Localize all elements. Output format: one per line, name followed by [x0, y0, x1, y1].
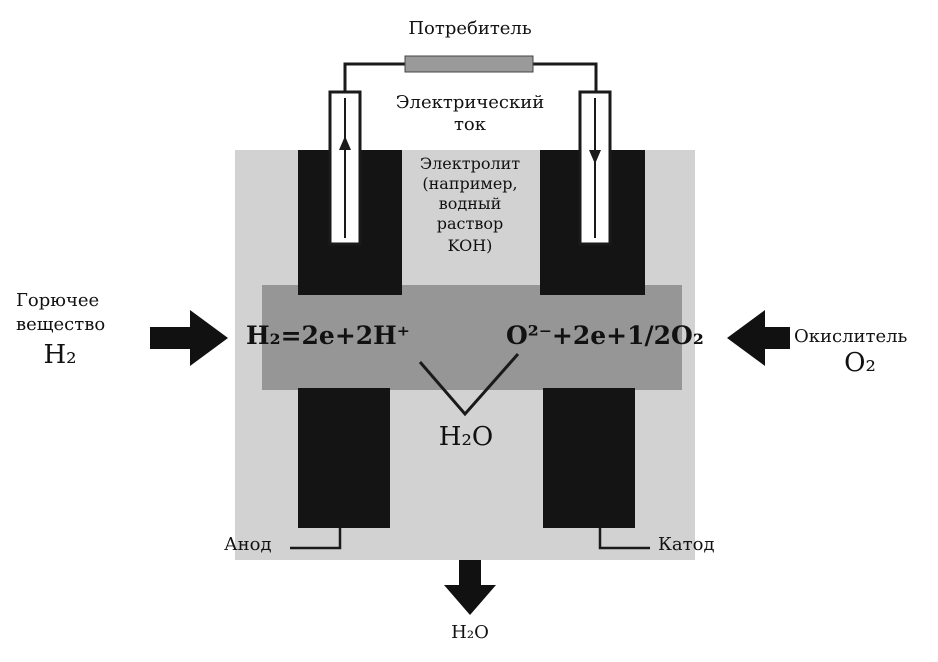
fuel-inlet-arrow [150, 310, 228, 366]
electrolyte-label-line3: водный [438, 194, 502, 213]
fuel-formula: H₂ [43, 340, 77, 370]
water-formation-lines [418, 353, 520, 417]
fuel-label-line2: вещество [16, 314, 106, 335]
fuel-label-line1: Горючее [16, 290, 100, 311]
current-arrow-up [339, 136, 351, 150]
electrolyte-label-line4: раствор [436, 214, 504, 233]
cathode-reaction: O²⁻+2e+1/2O₂ [506, 321, 704, 350]
electrolyte-label-line1: Электролит [419, 154, 521, 173]
reaction-zone [262, 285, 682, 390]
cathode-label: Катод [658, 534, 715, 555]
electrolyte-label-line5: KOH) [447, 236, 493, 255]
anode-reaction: H₂=2e+2H⁺ [246, 321, 410, 350]
cathode-electrode-lower [543, 388, 635, 528]
anode-label: Анод [224, 534, 272, 555]
cathode-leader [598, 528, 650, 550]
oxidizer-formula: O₂ [844, 348, 876, 378]
load-label: Потребитель [408, 18, 532, 39]
water-out-label: H₂O [451, 622, 489, 643]
electrolyte-label-line2: (например, [422, 174, 518, 193]
water-center-label: H₂O [438, 422, 494, 452]
oxidizer-label: Окислитель [794, 326, 908, 347]
anode-electrode-lower [298, 388, 390, 528]
current-arrow-down [589, 150, 601, 164]
current-label-line2: ток [453, 114, 487, 135]
anode-leader [290, 528, 342, 550]
water-outlet-arrow [444, 560, 496, 615]
oxidizer-inlet-arrow [727, 310, 790, 366]
load-resistor [404, 55, 534, 73]
current-label-line1: Электрический [395, 92, 545, 113]
